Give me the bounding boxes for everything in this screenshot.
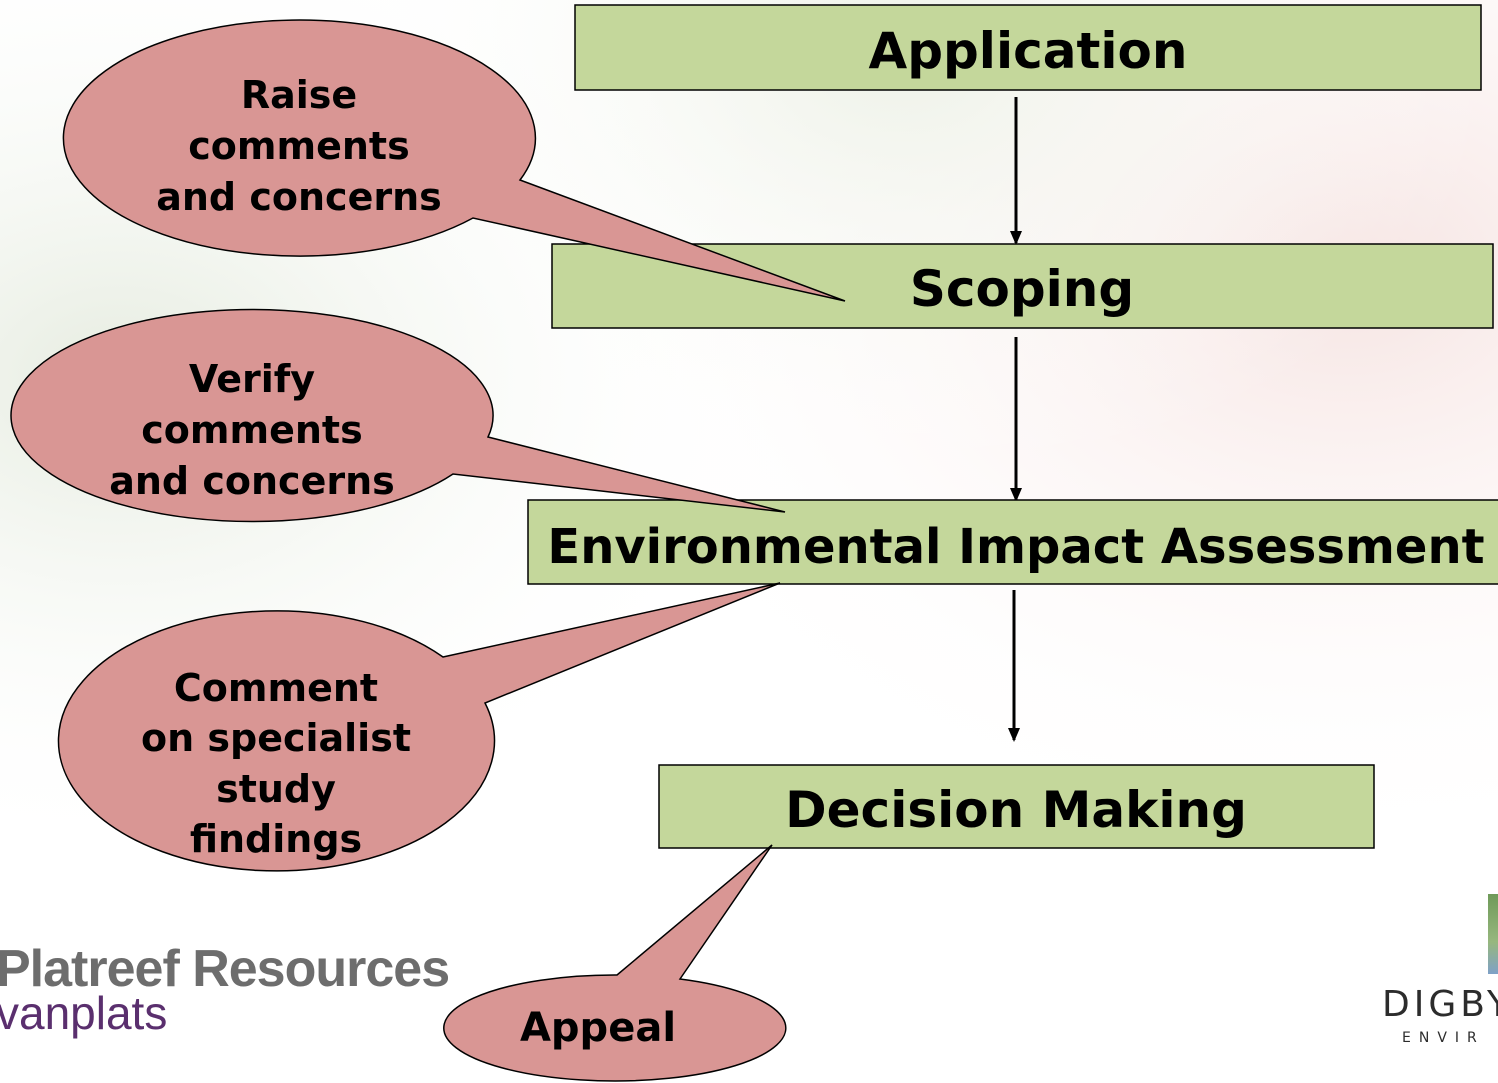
speech-bubble-shape: [62, 19, 846, 302]
callout-line: findings: [190, 817, 362, 861]
callout-line: Verify: [189, 357, 315, 401]
platreef-logo: Platreef Resources vanplats: [0, 940, 450, 1039]
logo-name: DIGBY: [1382, 984, 1498, 1025]
step-decision-making: Decision Making: [658, 764, 1375, 849]
step-environmental-impact-assessment: Environmental Impact Assessment: [527, 499, 1498, 585]
callout-line: comments: [141, 408, 362, 452]
step-box: [658, 764, 1375, 849]
callout-line: Appeal: [520, 1005, 676, 1051]
step-label: Scoping: [910, 260, 1134, 318]
step-label: Application: [869, 22, 1188, 80]
speech-bubble-shape: [10, 308, 786, 523]
callout-line: and concerns: [109, 459, 395, 503]
callout-line: comments: [188, 124, 409, 168]
callout-line: Raise: [241, 73, 357, 117]
callout-appeal: Appeal: [443, 844, 787, 1082]
callout-line: and concerns: [156, 175, 442, 219]
logo-subtitle: ENVIR: [1402, 1030, 1485, 1046]
callout-comment-specialist-study: Comment on specialist study findings: [57, 582, 781, 872]
step-box: [574, 4, 1482, 91]
callout-line: study: [216, 767, 336, 811]
step-label: Environmental Impact Assessment: [547, 519, 1484, 575]
logo-parent-name: vanplats: [0, 987, 168, 1039]
speech-bubble-shape: [57, 582, 781, 872]
callout-verify-comments: Verify comments and concerns: [10, 308, 786, 523]
logo-company-name: Platreef Resources: [0, 940, 450, 998]
logo-image: [1488, 894, 1498, 974]
step-application: Application: [574, 4, 1482, 91]
step-box: [527, 499, 1498, 585]
callout-line: on specialist: [141, 716, 411, 760]
callout-raise-comments: Raise comments and concerns: [62, 19, 846, 302]
callout-line: Comment: [174, 666, 378, 710]
digby-logo: DIGBY ENVIR: [1380, 890, 1498, 1046]
speech-bubble-shape: [443, 844, 787, 1082]
step-label: Decision Making: [785, 781, 1247, 839]
